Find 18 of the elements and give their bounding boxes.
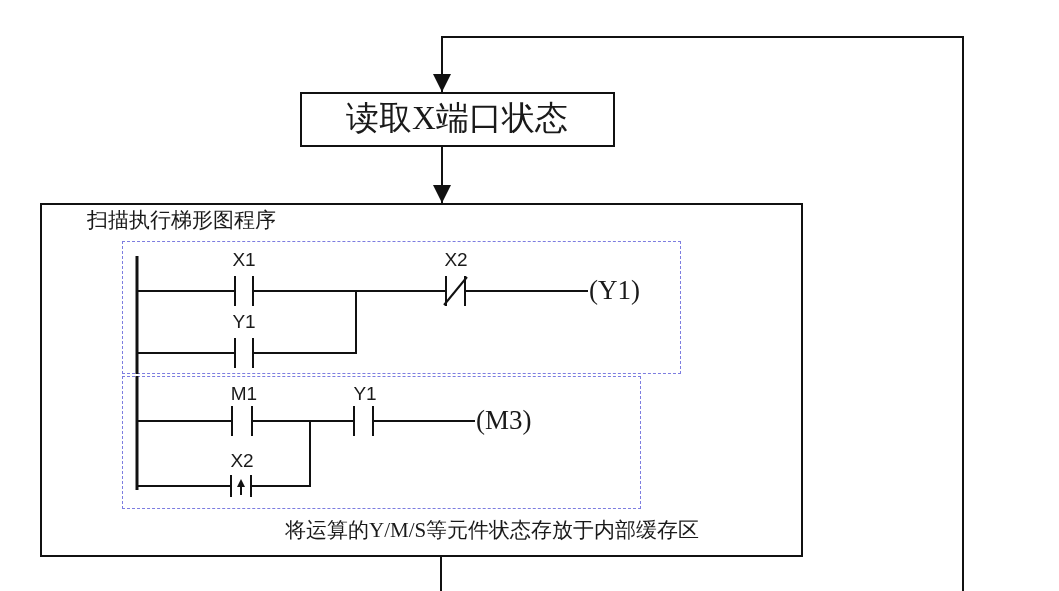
dashed-rung-box bbox=[122, 241, 681, 374]
section-heading: 扫描执行梯形图程序 bbox=[87, 208, 276, 233]
contact-label: X1 bbox=[232, 249, 256, 271]
arrow bbox=[433, 36, 964, 591]
step-label: 读取X端口状态 bbox=[346, 100, 568, 138]
process-box bbox=[300, 92, 615, 147]
coil-label: (M3) bbox=[476, 405, 532, 437]
contact-label: Y1 bbox=[232, 311, 256, 333]
note-text: 将运算的Y/M/S等元件状态存放于内部缓存区 bbox=[285, 518, 700, 543]
arrow bbox=[433, 146, 451, 204]
contact-label: Y1 bbox=[353, 383, 377, 405]
connector-line bbox=[440, 556, 442, 591]
process-frame bbox=[40, 203, 803, 557]
dashed-rung-box bbox=[122, 376, 641, 509]
contact-label: X2 bbox=[230, 450, 254, 472]
contact-label: M1 bbox=[230, 383, 258, 405]
contact-label: X2 bbox=[444, 249, 468, 271]
coil-label: (Y1) bbox=[589, 275, 640, 307]
